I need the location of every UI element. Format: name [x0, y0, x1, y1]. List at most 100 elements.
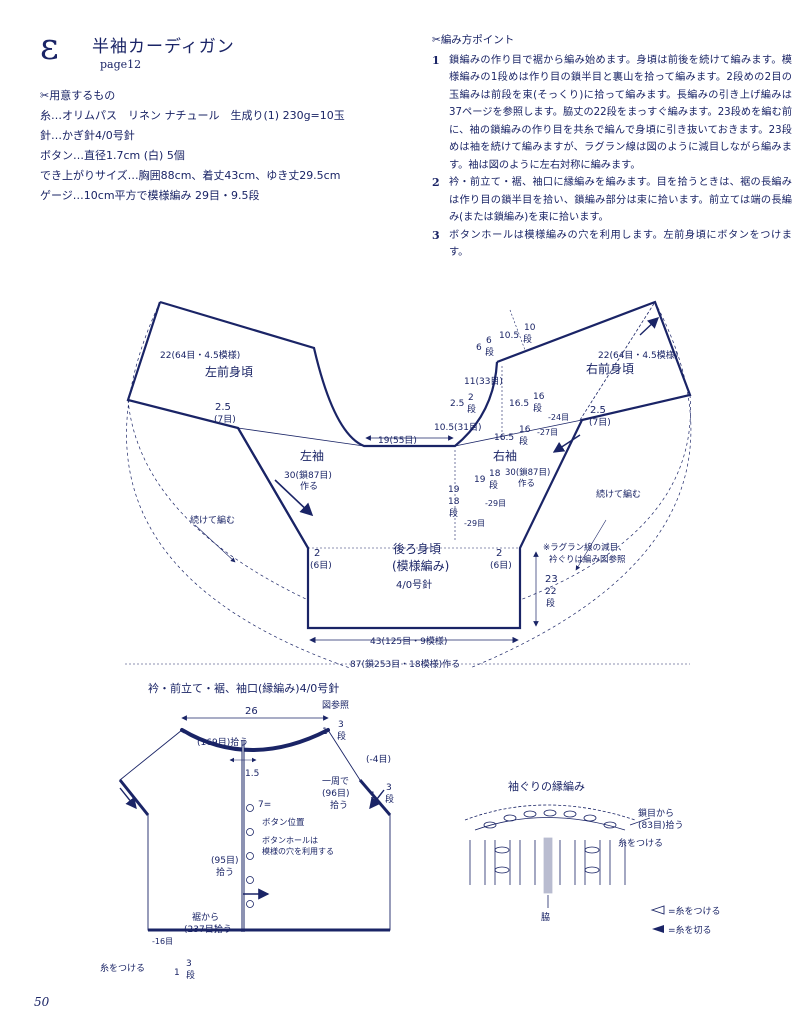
edge-1: 1 [174, 968, 180, 978]
edge-pick: 拾う [214, 923, 232, 935]
dim-19: 19 [474, 475, 486, 485]
dim-r-sleeve-30: 30(鎖87目) [505, 467, 550, 478]
label-right-sleeve: 右袖 [493, 448, 517, 463]
edge-95: (95目) [211, 855, 238, 866]
left-front-outline [126, 300, 692, 630]
dim-minus-29: -29目 [464, 519, 485, 528]
dim-neck-back: 19(55目) [378, 435, 417, 446]
edge-237: (237目) [184, 924, 217, 935]
label-left-sleeve: 左袖 [300, 448, 324, 463]
dim-r-25: 2.5 [590, 405, 606, 416]
dim-minus-27: -27目 [537, 428, 558, 437]
edge-pick: 拾う [216, 866, 234, 878]
raglan-left [237, 427, 309, 549]
dim-2-rows: 2 [468, 393, 474, 403]
dim-l-sleeve-make: 作る [300, 480, 318, 492]
legend-cut: =糸を切る [668, 924, 712, 936]
scissors-icon: ✂ [432, 34, 441, 46]
dim-16-5: 16.5 [509, 399, 529, 409]
edge-diagram: 衿・前立て・裾、袖口(縁編み)4/0号針 図参照 26 (169目)拾う 1 3… [100, 681, 394, 981]
edge-96: (96目) [322, 788, 349, 799]
dim-11: 11(33目) [464, 376, 503, 387]
dim-18: 18 [489, 469, 501, 479]
armhole-83: (83目)拾う [638, 819, 683, 831]
dim-10: 10 [524, 323, 536, 333]
dim-l-sleeve-30: 30(鎖87目) [284, 469, 332, 481]
edge-seven: 7= [258, 800, 271, 810]
dim-r-sleeve-make: 作る [518, 478, 535, 489]
materials-hook: 針…かぎ針4/0号針 [40, 129, 135, 142]
dim-6-rows: 6 [486, 336, 492, 346]
armhole-title: 袖ぐりの縁編み [508, 779, 585, 793]
label-needle: 4/0号針 [396, 578, 432, 591]
dim-dan: 段 [449, 507, 458, 519]
dim-6: 6 [476, 343, 482, 353]
edge-dan: 段 [186, 969, 195, 981]
attach-yarn-icon [650, 905, 665, 915]
edge-1: 1 [322, 727, 328, 737]
edge-title: 衿・前立て・裾、袖口(縁編み)4/0号針 [148, 681, 339, 695]
dim-left-edge: 22(64目・4.5模様) [160, 349, 240, 361]
dim-r-2: 2 [496, 548, 502, 559]
dim-18: 18 [448, 497, 460, 507]
label-continue-left: 続けて編む [190, 514, 235, 526]
dim-minus-29: -29目 [485, 499, 506, 508]
section-letter: ε [40, 27, 59, 68]
dim-minus-24: -24目 [548, 413, 569, 422]
dim-22: 22 [545, 587, 556, 597]
materials-size: でき上がりサイズ…胸囲88cm、着丈43cm、ゆき丈29.5cm [40, 169, 341, 182]
dim-r-7: (7目) [589, 417, 611, 428]
edge-buttonhole-1: ボタンホールは [262, 836, 318, 845]
dim-l-25: 2.5 [215, 402, 231, 413]
note-line-1: ※ラグラン線の減目、 [543, 542, 627, 553]
materials-button: ボタン…直径1.7cm (白) 5個 [40, 149, 185, 162]
edge-neck-169: (169目)拾う [197, 736, 248, 748]
edge-hem-from: 裾から [192, 911, 219, 923]
dim-l-2: 2 [314, 548, 320, 559]
dim-dan: 段 [523, 333, 532, 345]
materials-gauge: ゲージ…10cm平方で模様編み 29目・9.5段 [40, 189, 260, 202]
label-continue-right: 続けて編む [596, 488, 641, 500]
edge-3: 3 [338, 720, 344, 730]
materials-yarn: 糸…オリムパス リネン ナチュール 生成り(1) 230g=10玉 [40, 109, 345, 122]
dim-16-5: 16.5 [494, 433, 514, 443]
dim-10-5-31: 10.5(31目) [434, 422, 482, 433]
dim-l-6: (6目) [310, 560, 332, 571]
edge-minus-4: (-4目) [366, 754, 391, 765]
armhole-side: 脇 [541, 912, 550, 923]
edge-ref: 図参照 [322, 699, 349, 711]
edge-attach: 糸をつける [100, 962, 145, 974]
page-number: 50 [34, 995, 50, 1009]
edge-3: 3 [386, 783, 392, 793]
dim-hem-43: 43(125目・9模様) [370, 635, 447, 647]
label-left-front: 左前身頃 [205, 364, 253, 379]
dim-dan: 段 [533, 402, 542, 414]
armhole-from-chain: 鎖目から [638, 807, 674, 819]
main-construction-diagram: 左前身頃 右前身頃 後ろ身頃 (模様編み) 4/0号針 左袖 右袖 22(64目… [125, 300, 692, 670]
dim-r-6: (6目) [490, 560, 512, 571]
dim-10-5: 10.5 [499, 331, 519, 341]
note-line-2: 衿ぐりは編み図参照 [549, 554, 626, 565]
page-reference: page12 [100, 58, 142, 71]
dim-2-5: 2.5 [450, 399, 464, 409]
armhole-edging-chart: 袖ぐりの縁編み 鎖目から (83目)拾う 糸をつける 脇 [464, 779, 683, 923]
label-back: 後ろ身頃 [393, 541, 441, 556]
dim-dan: 段 [467, 403, 476, 415]
dim-right-edge: 22(64目・4.5模様) [598, 349, 678, 361]
dim-dan: 段 [519, 435, 528, 447]
points-heading: 編み方ポイント [440, 34, 515, 46]
edge-1: 1 [370, 791, 376, 801]
edge-button-position: ボタン位置 [262, 817, 305, 828]
dim-23: 23 [545, 574, 558, 585]
edge-dan: 段 [337, 730, 346, 742]
dim-16: 16 [519, 425, 531, 435]
edge-buttonhole-2: 模様の穴を利用する [262, 846, 334, 856]
legend-attach: =糸をつける [668, 905, 721, 917]
page-title: 半袖カーディガン [92, 37, 235, 57]
edge-round: 一周で [322, 776, 349, 787]
edge-dan: 段 [385, 793, 394, 805]
dim-dan: 段 [485, 346, 494, 358]
dim-19: 19 [448, 485, 460, 495]
